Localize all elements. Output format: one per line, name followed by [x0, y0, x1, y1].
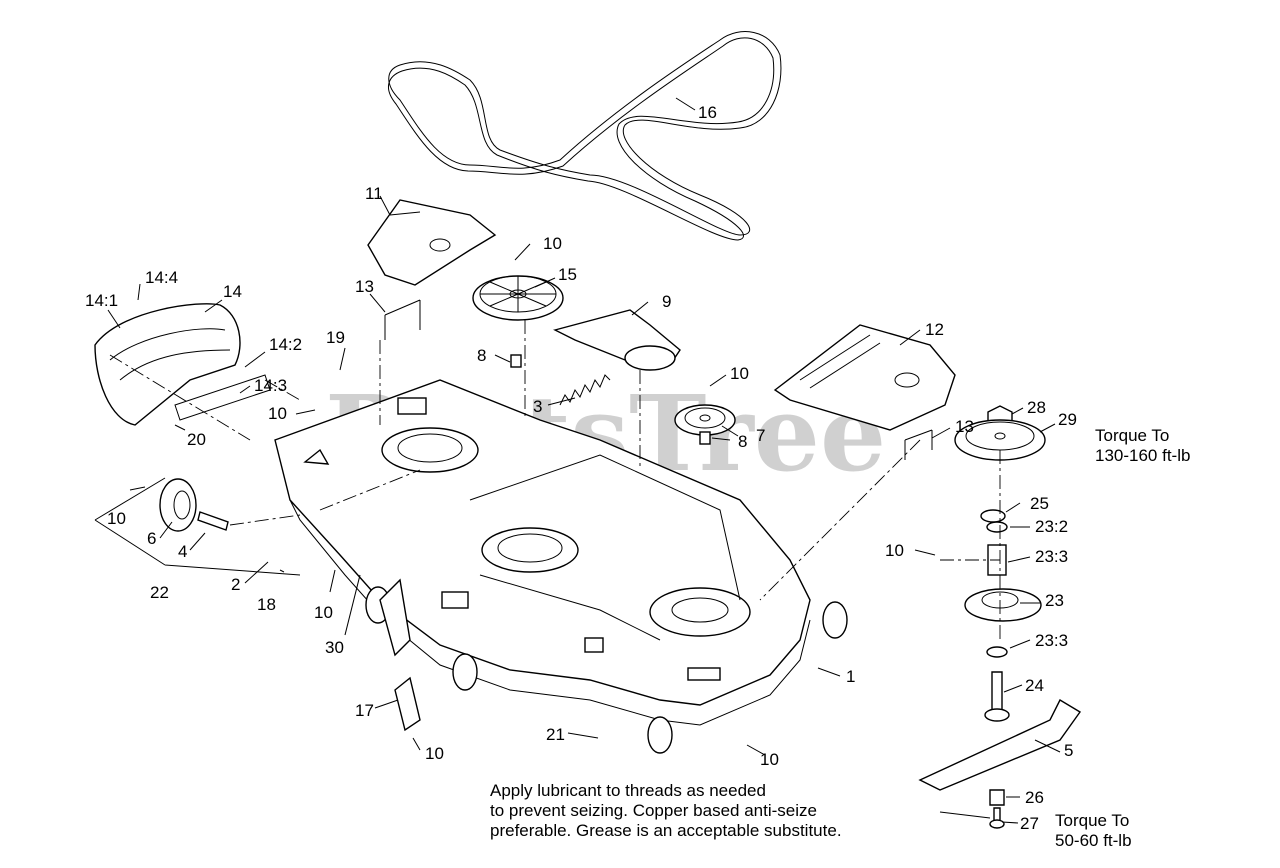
- lubricant-note-line2: to prevent seizing. Copper based anti-se…: [490, 801, 817, 820]
- callout-18: 18: [257, 595, 276, 614]
- callout-5: 5: [1064, 741, 1073, 760]
- bolt-right: [904, 429, 933, 460]
- decal-warning: [303, 448, 330, 465]
- axle-bolt: [197, 511, 229, 531]
- discharge-chute: [94, 303, 271, 426]
- blade-5: [918, 699, 1082, 791]
- callout-10-bottom-right: 10: [760, 750, 779, 769]
- pulley-7: [674, 404, 736, 436]
- callout-17: 17: [355, 701, 374, 720]
- bearing-23-2: [986, 521, 1008, 533]
- callout-30: 30: [325, 638, 344, 657]
- callout-13-right: 13: [955, 417, 974, 436]
- callout-14-3: 14:3: [254, 376, 287, 395]
- callout-6: 6: [147, 529, 156, 548]
- decal-2: [441, 591, 469, 609]
- callout-15: 15: [558, 265, 577, 284]
- mower-deck: [274, 379, 811, 726]
- drive-belt: [387, 31, 782, 241]
- torque-note-upper-line1: Torque To: [1095, 426, 1169, 445]
- callout-21: 21: [546, 725, 565, 744]
- callout-10-left: 10: [268, 404, 287, 423]
- idler-arm: [553, 309, 681, 371]
- callout-4: 4: [178, 542, 187, 561]
- hanger-bracket: [379, 578, 411, 657]
- callout-10-bottom-left: 10: [425, 744, 444, 763]
- callout-29: 29: [1058, 410, 1077, 429]
- callout-7: 7: [756, 426, 765, 445]
- callout-25: 25: [1030, 494, 1049, 513]
- bolt-left: [384, 299, 421, 340]
- washer-26: [989, 789, 1005, 806]
- pulley-15: [472, 275, 564, 321]
- callout-8-lower: 8: [738, 432, 747, 451]
- callout-10-top: 10: [543, 234, 562, 253]
- callout-13-left: 13: [355, 277, 374, 296]
- spindle-stack: [918, 405, 1082, 829]
- belt-cover-right: [773, 324, 956, 431]
- callout-8-upper: 8: [477, 346, 486, 365]
- callout-27: 27: [1020, 814, 1039, 833]
- callout-14-2: 14:2: [269, 335, 302, 354]
- callout-26: 26: [1025, 788, 1044, 807]
- callout-20: 20: [187, 430, 206, 449]
- decal-3: [584, 637, 604, 653]
- lubricant-note-line3: preferable. Grease is an acceptable subs…: [490, 821, 842, 840]
- callout-labels: 1 2 3 4 5 6 7 8 8 9 10 10 10 10 10 10 10…: [85, 103, 1077, 833]
- leader-lines: [107, 97, 1061, 824]
- shaft-24: [991, 671, 1003, 711]
- callout-23-2: 23:2: [1035, 517, 1068, 536]
- callout-3: 3: [533, 397, 542, 416]
- bracket-17: [394, 676, 421, 732]
- callout-9: 9: [662, 292, 671, 311]
- callout-23: 23: [1045, 591, 1064, 610]
- washer-25: [980, 509, 1006, 523]
- belt-cover-left: [367, 199, 497, 286]
- callout-14-1: 14:1: [85, 291, 118, 310]
- callout-10-pulley: 10: [730, 364, 749, 383]
- decal-1: [397, 397, 427, 415]
- deck-pulley-left: [381, 427, 479, 473]
- spacer-upper: [510, 354, 522, 368]
- callout-24: 24: [1025, 676, 1044, 695]
- callout-22: 22: [150, 583, 169, 602]
- callout-16: 16: [698, 103, 717, 122]
- callout-28: 28: [1027, 398, 1046, 417]
- spindle-housing-23: [964, 588, 1042, 622]
- callout-10-spindle: 10: [885, 541, 904, 560]
- callout-23-3-upper: 23:3: [1035, 547, 1068, 566]
- callout-12: 12: [925, 320, 944, 339]
- gauge-wheel: [159, 478, 197, 532]
- callout-14-4: 14:4: [145, 268, 178, 287]
- callout-10-mid: 10: [314, 603, 333, 622]
- lubricant-note-line1: Apply lubricant to threads as needed: [490, 781, 766, 800]
- spacer-lower: [699, 431, 711, 445]
- callout-1: 1: [846, 667, 855, 686]
- callout-11: 11: [365, 184, 383, 203]
- torque-note-lower-line2: 50-60 ft-lb: [1055, 831, 1132, 850]
- torque-note-upper-line2: 130-160 ft-lb: [1095, 446, 1190, 465]
- callout-14: 14: [223, 282, 242, 301]
- callout-23-3-lower: 23:3: [1035, 631, 1068, 650]
- callout-10-wheel: 10: [107, 509, 126, 528]
- callout-19: 19: [326, 328, 345, 347]
- deck-spindle-housing: [649, 587, 751, 637]
- deck-pulley-center: [481, 527, 579, 573]
- decal-4: [687, 667, 721, 681]
- callout-2: 2: [231, 575, 240, 594]
- bearing-23-3-lower: [986, 646, 1008, 658]
- torque-note-lower-line1: Torque To: [1055, 811, 1129, 830]
